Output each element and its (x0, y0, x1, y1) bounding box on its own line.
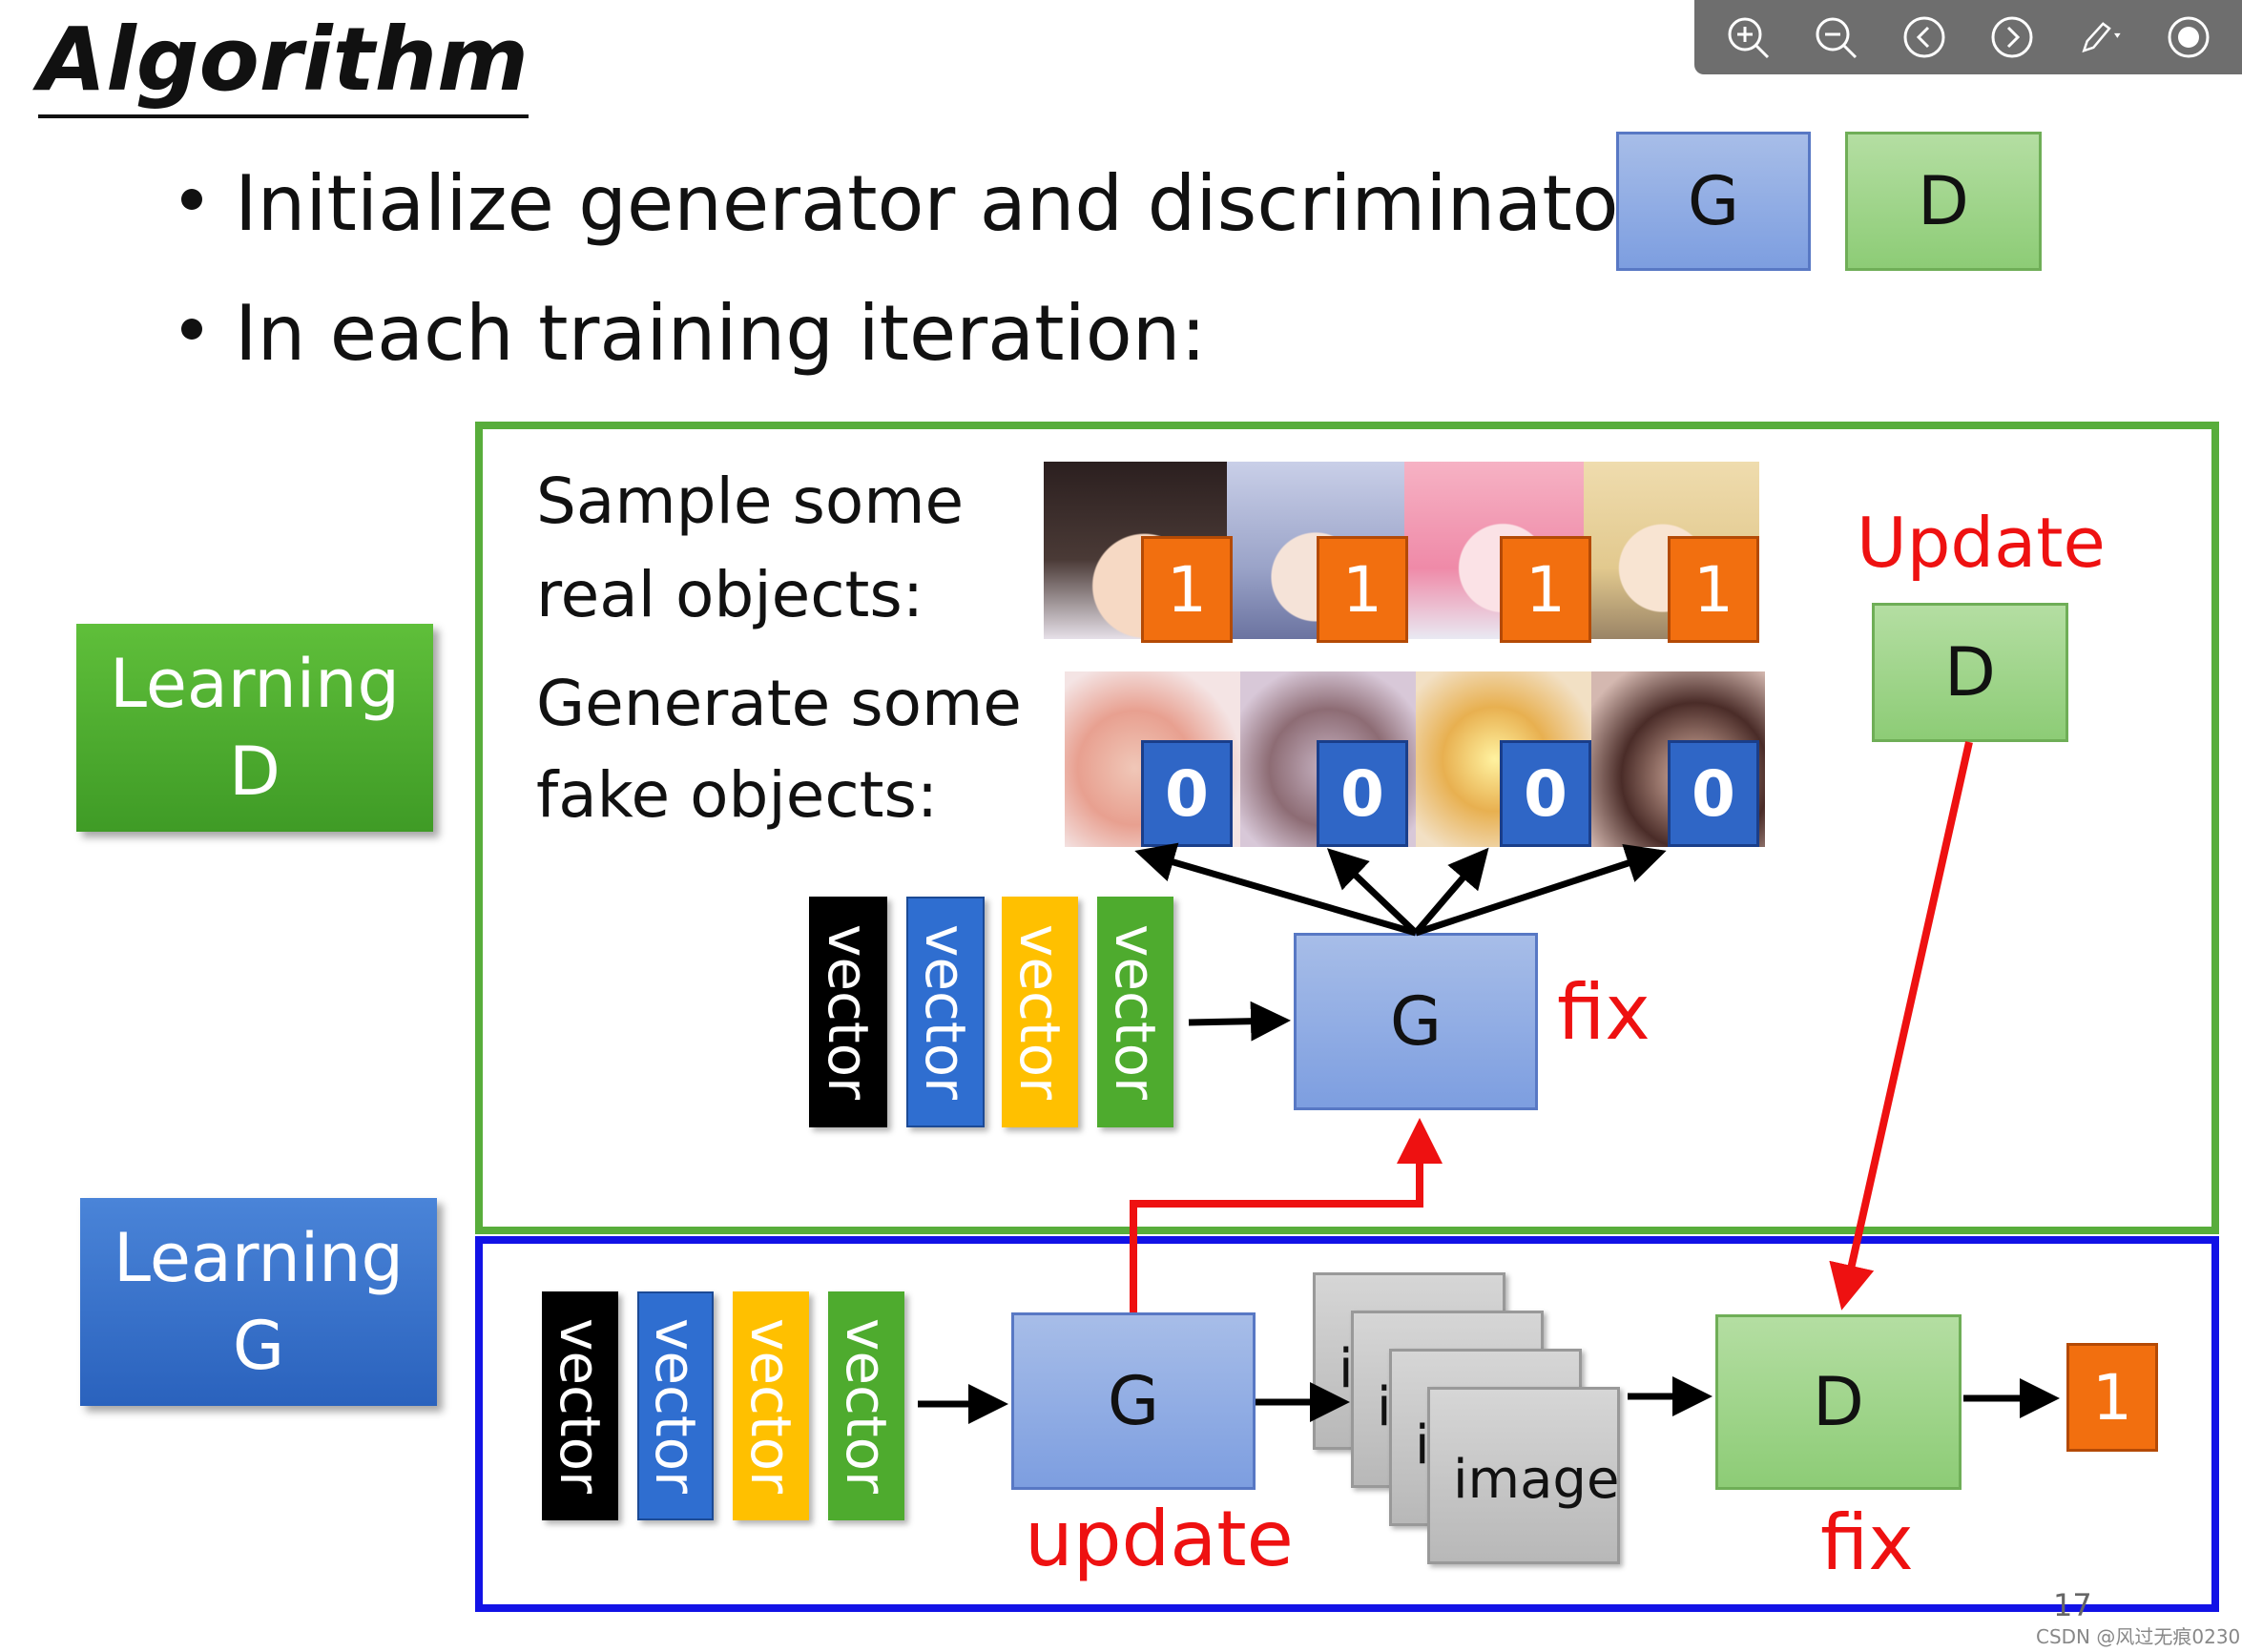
watermark: CSDN @风过无痕0230 (2036, 1625, 2241, 1648)
input-vector: vector (542, 1291, 618, 1520)
fake-label-zero: 0 (1317, 740, 1408, 847)
real-label-one: 1 (1317, 536, 1408, 643)
input-vector: vector (906, 897, 985, 1127)
real-label-one: 1 (1500, 536, 1591, 643)
generator-sync-arrow (1130, 1118, 1443, 1312)
bullet-initialize: Initialize generator and discriminator (181, 156, 1650, 252)
fanout-arrow (1326, 848, 1419, 936)
fanout-arrow (1413, 847, 1489, 936)
discriminator-sync-arrow (1829, 741, 1973, 1311)
bullet-iteration: In each training iteration: (181, 286, 1206, 382)
input-vector: vector (1002, 897, 1078, 1127)
input-vector: vector (637, 1291, 714, 1520)
learning-d-label: Learning D (76, 624, 433, 832)
output-label-one: 1 (2066, 1343, 2158, 1452)
learning-g-line2: G (232, 1307, 285, 1385)
legend-generator: G (1616, 132, 1811, 271)
fake-objects-text-line1: Generate some (536, 667, 1022, 740)
bullet-dot (181, 319, 202, 341)
discriminator-box-fixed: D (1715, 1314, 1962, 1490)
learning-d-line2: D (229, 733, 280, 811)
learning-d-frame (475, 422, 2219, 1234)
discriminator-box-update: D (1872, 603, 2068, 742)
input-vector: vector (733, 1291, 809, 1520)
legend-discriminator: D (1845, 132, 2042, 271)
presentation-toolbar (1694, 0, 2242, 74)
zoom-in-icon[interactable] (1724, 13, 1772, 61)
input-vector: vector (809, 897, 887, 1127)
bullet-dot (181, 189, 202, 211)
fix-generator-label: fix (1557, 968, 1650, 1057)
learning-g-label: Learning G (80, 1198, 437, 1406)
real-label-one: 1 (1668, 536, 1759, 643)
pen-icon[interactable] (2076, 13, 2124, 61)
update-d-label: Update (1857, 503, 2106, 583)
page-number: 17 (2053, 1587, 2092, 1623)
real-label-one: 1 (1141, 536, 1233, 643)
learning-g-frame (475, 1236, 2219, 1612)
generator-box-fixed: G (1294, 933, 1538, 1110)
input-vector: vector (828, 1291, 904, 1520)
fix-discriminator-label: fix (1820, 1498, 1914, 1587)
learning-g-line1: Learning (114, 1219, 404, 1297)
real-objects-text-line2: real objects: (536, 558, 924, 631)
fake-objects-text-line2: fake objects: (536, 758, 939, 832)
zoom-out-icon[interactable] (1812, 13, 1859, 61)
input-arrow (1188, 1001, 1291, 1042)
bullet-text: In each training iteration: (235, 289, 1207, 378)
previous-icon[interactable] (1900, 13, 1948, 61)
record-icon[interactable] (2165, 13, 2212, 61)
learning-d-line1: Learning (110, 645, 400, 723)
generated-image-card: image (1427, 1387, 1620, 1564)
real-objects-text-line1: Sample some (536, 465, 965, 538)
bullet-text: Initialize generator and discriminator (235, 159, 1650, 248)
fake-label-zero: 0 (1668, 740, 1759, 847)
page-title: Algorithm (38, 8, 529, 118)
generator-box-update: G (1011, 1312, 1256, 1490)
update-generator-label: update (1025, 1495, 1294, 1583)
fanout-arrow (1134, 842, 1417, 937)
fake-label-zero: 0 (1500, 740, 1591, 847)
fake-label-zero: 0 (1141, 740, 1233, 847)
fanout-arrow (1414, 843, 1667, 937)
input-vector: vector (1097, 897, 1173, 1127)
next-icon[interactable] (1988, 13, 2036, 61)
